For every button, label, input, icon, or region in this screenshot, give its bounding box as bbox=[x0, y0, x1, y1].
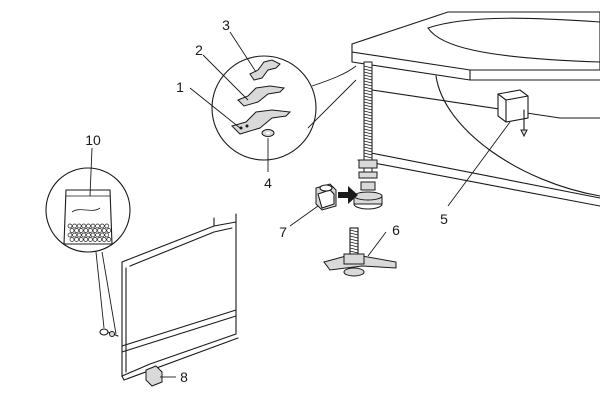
threaded-leg bbox=[353, 61, 383, 210]
callout-7: 7 bbox=[279, 224, 287, 240]
callout-5: 5 bbox=[440, 211, 448, 227]
leader-lines bbox=[89, 31, 511, 378]
bracket-detail bbox=[211, 55, 357, 161]
callout-3: 3 bbox=[222, 17, 230, 33]
adjustable-foot bbox=[323, 227, 397, 277]
insertion-arrow bbox=[338, 186, 358, 204]
leg-clip bbox=[315, 183, 337, 211]
callout-2: 2 bbox=[195, 42, 203, 58]
callout-4: 4 bbox=[264, 175, 272, 191]
hardware-bag-detail bbox=[45, 167, 131, 253]
callout-8: 8 bbox=[180, 369, 188, 385]
mounting-bracket bbox=[497, 89, 529, 138]
callout-10: 10 bbox=[85, 132, 101, 148]
callout-1: 1 bbox=[176, 79, 184, 95]
front-panel bbox=[99, 213, 239, 387]
bathtub bbox=[351, 11, 600, 207]
callout-6: 6 bbox=[392, 222, 400, 238]
